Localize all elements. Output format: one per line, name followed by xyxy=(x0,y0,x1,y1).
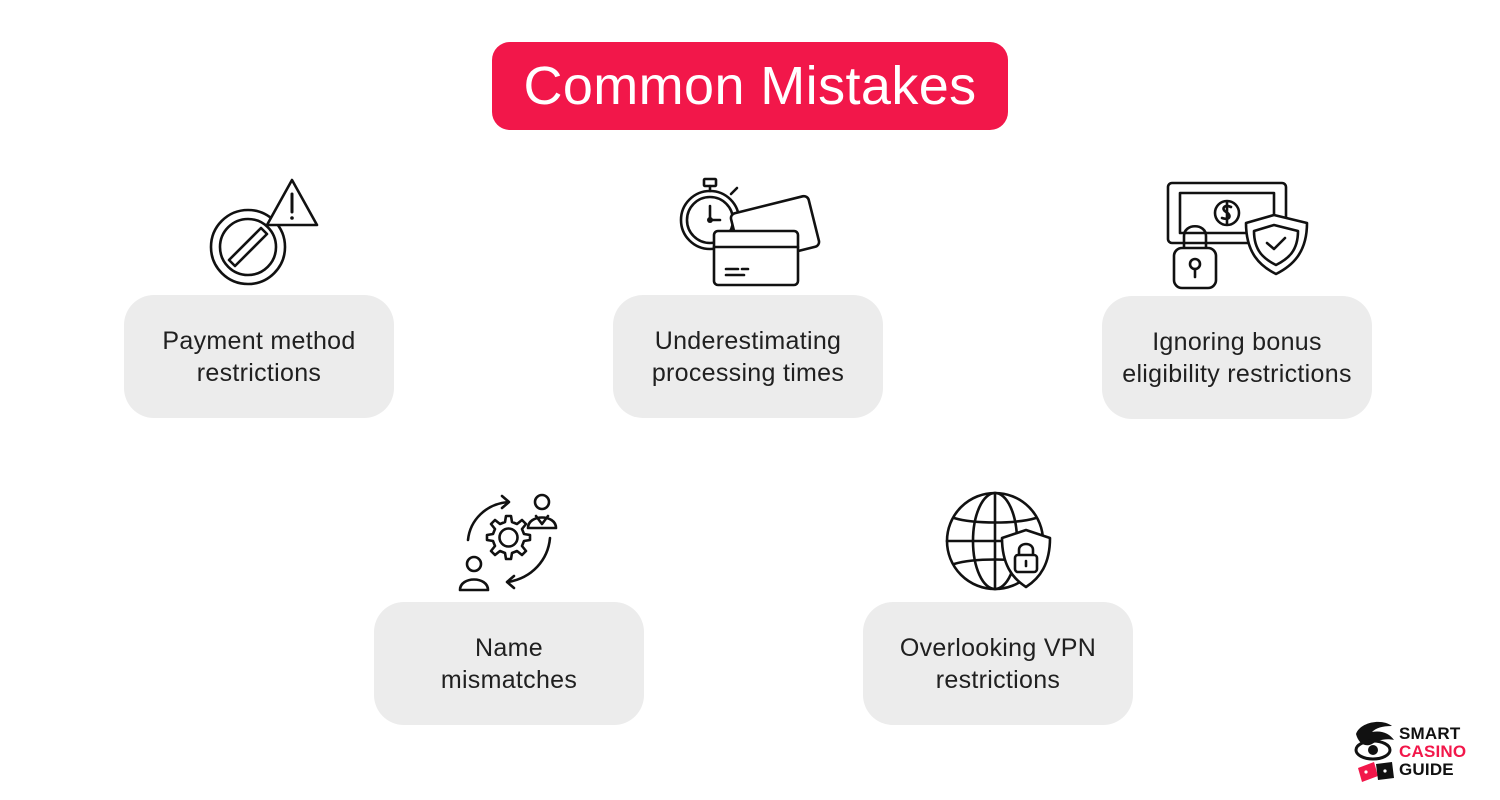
brand-word-smart: SMART xyxy=(1399,724,1461,743)
mistake-card-payment-method: Payment method restrictions xyxy=(124,295,394,418)
title-banner: Common Mistakes xyxy=(492,42,1008,130)
mistake-label: Overlooking VPN restrictions xyxy=(899,633,1097,694)
users-gear-sync-icon xyxy=(456,490,562,594)
mistake-label: Underestimating processing times xyxy=(651,326,845,387)
brand-word-casino: CASINO xyxy=(1399,742,1467,761)
brand-logo: SMART CASINO GUIDE xyxy=(1352,718,1477,784)
mistake-label: Payment method restrictions xyxy=(162,326,356,387)
mistake-card-processing-times: Underestimating processing times xyxy=(613,295,883,418)
mistake-label: Name mismatches xyxy=(440,633,578,694)
stopwatch-credit-cards-icon xyxy=(676,176,822,288)
mistake-card-vpn-restrictions: Overlooking VPN restrictions xyxy=(863,602,1133,725)
logo-mark-icon xyxy=(1354,721,1394,782)
mistake-label: Ignoring bonus eligibility restrictions xyxy=(1122,327,1352,388)
prohibited-warning-icon xyxy=(204,176,322,290)
brand-word-guide: GUIDE xyxy=(1399,760,1454,779)
globe-shield-lock-icon xyxy=(944,490,1054,594)
mistake-card-bonus-eligibility: Ignoring bonus eligibility restrictions xyxy=(1102,296,1372,419)
mistake-card-name-mismatches: Name mismatches xyxy=(374,602,644,725)
page-title: Common Mistakes xyxy=(523,56,977,116)
banknote-lock-shield-icon xyxy=(1164,178,1310,292)
